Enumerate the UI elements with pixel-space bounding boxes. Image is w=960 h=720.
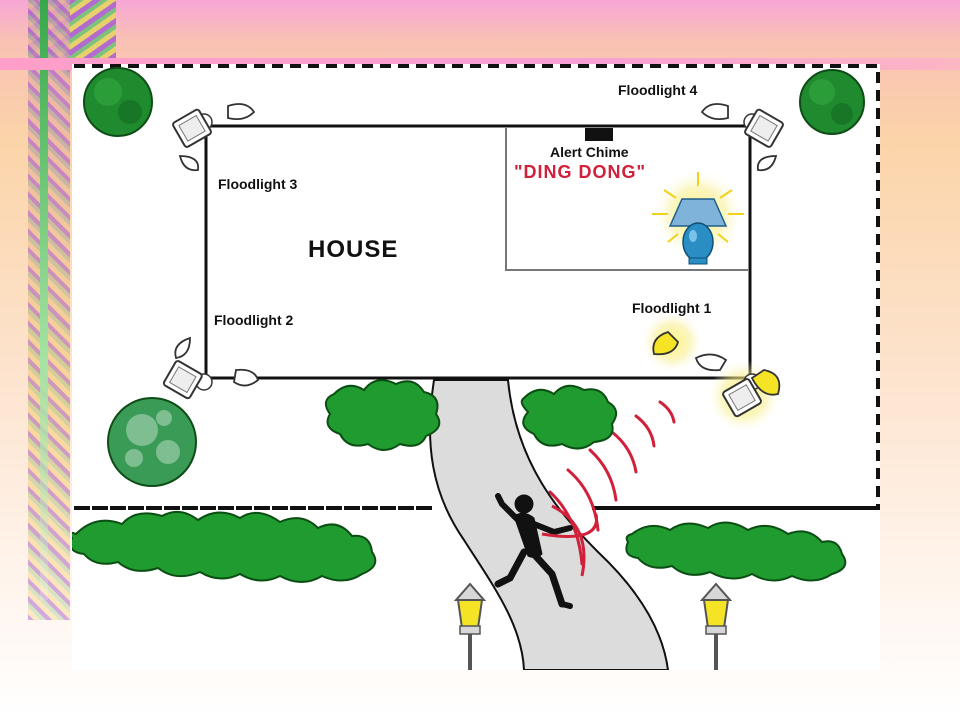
- floodlight-1-icon: [642, 312, 781, 432]
- house-label: HOUSE: [308, 236, 399, 263]
- tree-top-left: [83, 67, 153, 137]
- floodlight-4-label: Floodlight 4: [618, 82, 698, 98]
- lamp-post-right: [699, 582, 733, 670]
- tree-left: [107, 397, 197, 487]
- walkway: [428, 379, 670, 670]
- lamp-icon: [652, 170, 744, 265]
- bush-center-right: [520, 384, 618, 450]
- security-diagram: Floodlight 3 Floodlight 4 Floodlight 2 F…: [72, 64, 880, 670]
- decorative-left-strip: [28, 0, 70, 620]
- hedge-right: [625, 521, 847, 582]
- alert-sound-label: "DING DONG": [514, 162, 647, 182]
- lamp-post-left: [453, 582, 487, 670]
- bush-center-left: [324, 379, 441, 451]
- alert-chime-device: [585, 128, 613, 141]
- decorative-left-bar: [40, 0, 48, 600]
- interior-room: [505, 128, 748, 271]
- floodlight-4-icon: [700, 103, 784, 172]
- floodlight-3-icon: [172, 103, 256, 172]
- floodlight-3-label: Floodlight 3: [218, 176, 298, 192]
- alert-chime-label: Alert Chime: [550, 144, 629, 160]
- scene-svg: [72, 64, 880, 670]
- hedge-left: [72, 510, 377, 583]
- floodlight-2-label: Floodlight 2: [214, 312, 294, 328]
- floodlight-1-label: Floodlight 1: [632, 300, 712, 316]
- tree-top-right: [799, 69, 865, 135]
- intruder-figure: [494, 493, 599, 609]
- floodlight-2-icon: [162, 336, 260, 400]
